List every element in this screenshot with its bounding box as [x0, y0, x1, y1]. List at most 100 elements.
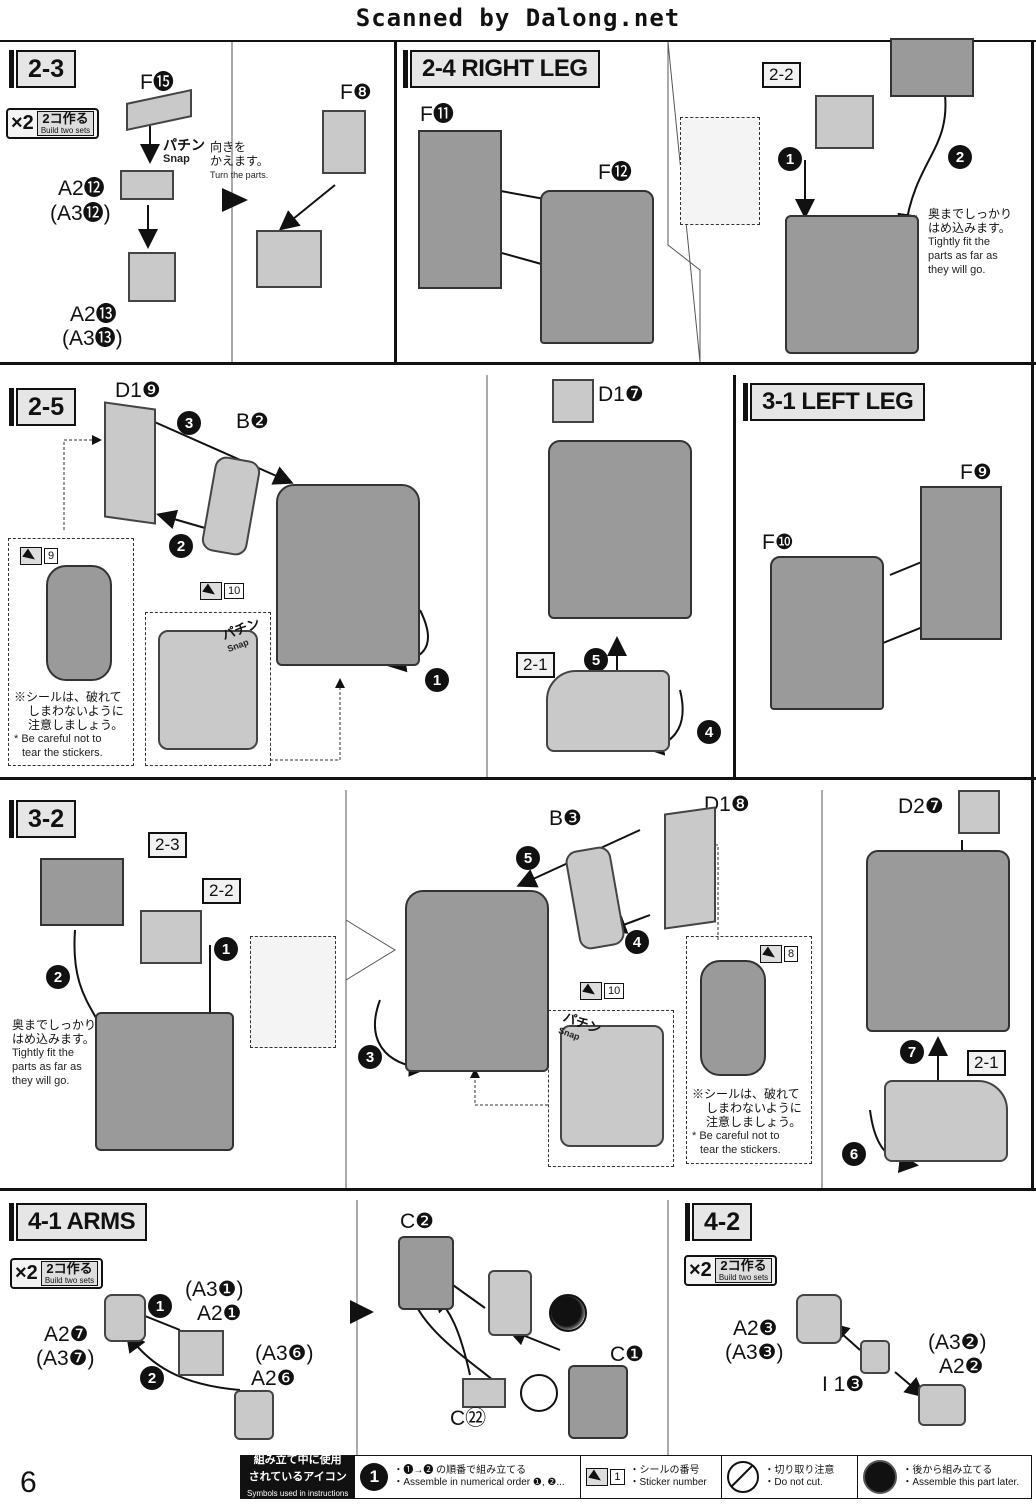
tight-fit-note: 奥までしっかり はめ込みます。 Tightly fit the parts as…	[12, 1018, 96, 1088]
part-f12-label: F⓬	[598, 161, 632, 184]
part-a3-2-label: (A3❷)	[928, 1331, 987, 1354]
caution-jp-1: ※シールは、破れて	[692, 1087, 800, 1101]
step-label-4-1: 4-1 ARMS	[8, 1203, 148, 1241]
divider	[733, 375, 736, 777]
part-i1-3-label: I 1❸	[822, 1373, 865, 1396]
part-a2-12-label: A2⓬	[58, 177, 105, 200]
part-2-1	[884, 1080, 1008, 1162]
snap-note: パチン Snap	[163, 138, 205, 166]
leg-assembly-2-5b	[548, 440, 692, 619]
ref-2-2: 2-2	[202, 878, 241, 904]
ref-2-3: 2-3	[148, 832, 187, 858]
sticker-ref-10: 10	[580, 982, 625, 1000]
step-order-5: 5	[584, 648, 608, 672]
sticker-jp: ・シールの番号	[629, 1465, 700, 1476]
leg-assembly-2-5	[276, 484, 420, 666]
part-a3-6-label: (A3❻)	[255, 1342, 314, 1365]
part-f9	[920, 486, 1002, 640]
part-c1-label: C❶	[610, 1343, 644, 1366]
part-f8	[322, 110, 366, 174]
part-a2-3	[796, 1294, 842, 1344]
part-a2-13-label: A2⓭	[70, 303, 117, 326]
sticker-icon	[200, 582, 222, 600]
ref-2-1: 2-1	[516, 652, 555, 678]
snap-jp: パチン	[163, 137, 205, 153]
arm-joint	[488, 1270, 532, 1336]
step-order-2: 2	[46, 965, 70, 989]
caution-en-1: * Be careful not to	[692, 1130, 780, 1142]
sticker-number: 8	[784, 946, 799, 962]
times-two: ×2	[15, 1262, 38, 1284]
part-d1-9	[104, 401, 156, 525]
sticker-inset	[686, 936, 812, 1164]
legend-head-jp-2: されているアイコン	[248, 1471, 347, 1483]
step-order-3: 3	[177, 411, 201, 435]
step-order-1: 1	[778, 147, 802, 171]
step-order-2: 2	[948, 145, 972, 169]
sticker-icon	[580, 982, 602, 1000]
part-2-2	[815, 95, 874, 149]
ref-2-2: 2-2	[762, 62, 801, 88]
assembled-f15-f8	[256, 230, 322, 288]
divider	[1031, 40, 1034, 1188]
sticker-number: 10	[224, 583, 245, 599]
make-jp: 2コ作る	[720, 1258, 767, 1273]
caution-jp-2: しまわないように	[706, 1101, 802, 1115]
step-label-4-2: 4-2	[684, 1203, 753, 1241]
legend-head-jp-1: 組み立て中に使用	[253, 1454, 342, 1466]
legend-sticker: 1 ・シールの番号 ・Sticker number	[581, 1456, 723, 1498]
part-a3-3-label: (A3❸)	[725, 1341, 784, 1364]
step-order-4: 4	[697, 720, 721, 744]
note-en-1: Tightly fit the	[928, 236, 990, 248]
turn-en: Turn the parts.	[210, 170, 269, 180]
sticker-ref-8: 8	[760, 945, 799, 963]
do-not-cut-icon	[520, 1374, 558, 1412]
later-en: ・Assemble this part later.	[902, 1477, 1020, 1488]
part-2-3-assembly	[890, 38, 974, 97]
step-label-2-4: 2-4 RIGHT LEG	[403, 50, 600, 88]
step-order-5: 5	[516, 846, 540, 870]
snap-detail	[560, 1025, 664, 1147]
part-a2-6-label: A2❻	[251, 1367, 296, 1390]
step-order-7: 7	[900, 1040, 924, 1064]
legend-heading: 組み立て中に使用 されているアイコン Symbols used in instr…	[241, 1454, 356, 1498]
assemble-later-icon	[549, 1294, 587, 1332]
turn-parts-note: 向きを かえます。 Turn the parts.	[210, 140, 269, 182]
caution-en-1: * Be careful not to	[14, 733, 102, 745]
part-f10	[770, 556, 884, 710]
make-en: Build two sets	[40, 126, 91, 135]
part-a2-13	[128, 252, 176, 302]
caution-en-2: tear the stickers.	[22, 747, 103, 759]
snap-detail	[158, 630, 258, 750]
part-c1	[568, 1365, 628, 1439]
tight-fit-note: 奥までしっかり はめ込みます。 Tightly fit the parts as…	[928, 207, 1012, 277]
part-c2	[398, 1236, 454, 1310]
part-d1-7-label: D1❼	[598, 383, 644, 406]
sticker-number: 10	[604, 983, 625, 999]
sticker-8-plate	[700, 960, 766, 1076]
part-c22	[462, 1378, 506, 1408]
nocut-en: ・Do not cut.	[764, 1477, 823, 1488]
divider	[0, 777, 1036, 780]
part-2-2	[140, 910, 202, 964]
sticker-ref-10: 10	[200, 582, 245, 600]
caution-jp-1: ※シールは、破れて	[14, 690, 122, 704]
part-f12	[540, 190, 654, 344]
snap-inset	[145, 612, 271, 766]
part-d1-9-label: D1❾	[115, 379, 161, 402]
detail-inset	[250, 936, 336, 1048]
note-en-3: they will go.	[928, 264, 986, 276]
sticker-icon	[760, 945, 782, 963]
part-a2-1-label: A2❶	[197, 1302, 242, 1325]
ref-2-1: 2-1	[967, 1050, 1006, 1076]
note-jp-2: はめ込みます。	[928, 221, 1011, 235]
assemble-later-icon	[863, 1460, 898, 1494]
make-en: Build two sets	[718, 1273, 769, 1282]
order-en: ・Assemble in numerical order ❶, ❷...	[393, 1477, 565, 1488]
note-en-2: parts as far as	[928, 250, 998, 262]
note-jp-2: はめ込みます。	[12, 1032, 95, 1046]
detail-inset	[680, 117, 760, 225]
note-en-3: they will go.	[12, 1075, 70, 1087]
part-a2-3-label: A2❸	[733, 1317, 778, 1340]
